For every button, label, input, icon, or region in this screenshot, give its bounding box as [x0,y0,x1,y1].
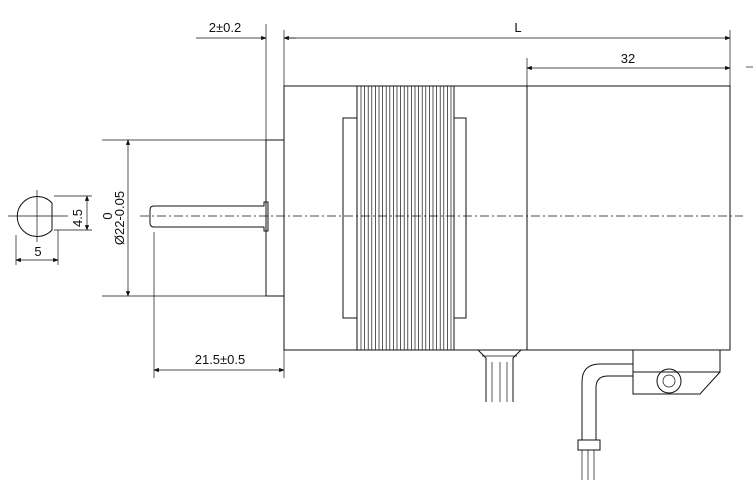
rear-length-label: 32 [621,51,635,66]
rear-cap [526,85,731,351]
shaft-flat-height-label: 4.5 [70,209,85,227]
shaft-end-view: 4.5 5 [8,190,92,265]
stator-fins [356,85,455,351]
rear-housing [453,85,528,351]
shaft-length-label: 21.5±0.5 [195,352,246,367]
total-length-label: L [514,20,521,35]
lead-wires [477,349,522,402]
pilot-diameter-dimension: 0 Ø22-0.05 [100,139,268,297]
pilot-diameter-tolerance-upper: 0 [100,212,115,219]
flange-thickness-label: 2±0.2 [209,20,241,35]
flange [265,139,285,297]
rear-length-dimension: 32 [526,51,753,86]
connector-block [577,350,721,480]
shaft-length-dimension: 21.5±0.5 [153,232,285,378]
total-length-dimension: L [283,20,731,86]
shaft-end-profile [16,196,53,237]
shaft-width-label: 5 [34,244,41,259]
front-housing [283,85,358,351]
shaft [149,201,269,232]
pilot-diameter-label: Ø22-0.05 [112,191,127,245]
flange-thickness-dimension: 2±0.2 [196,20,296,140]
